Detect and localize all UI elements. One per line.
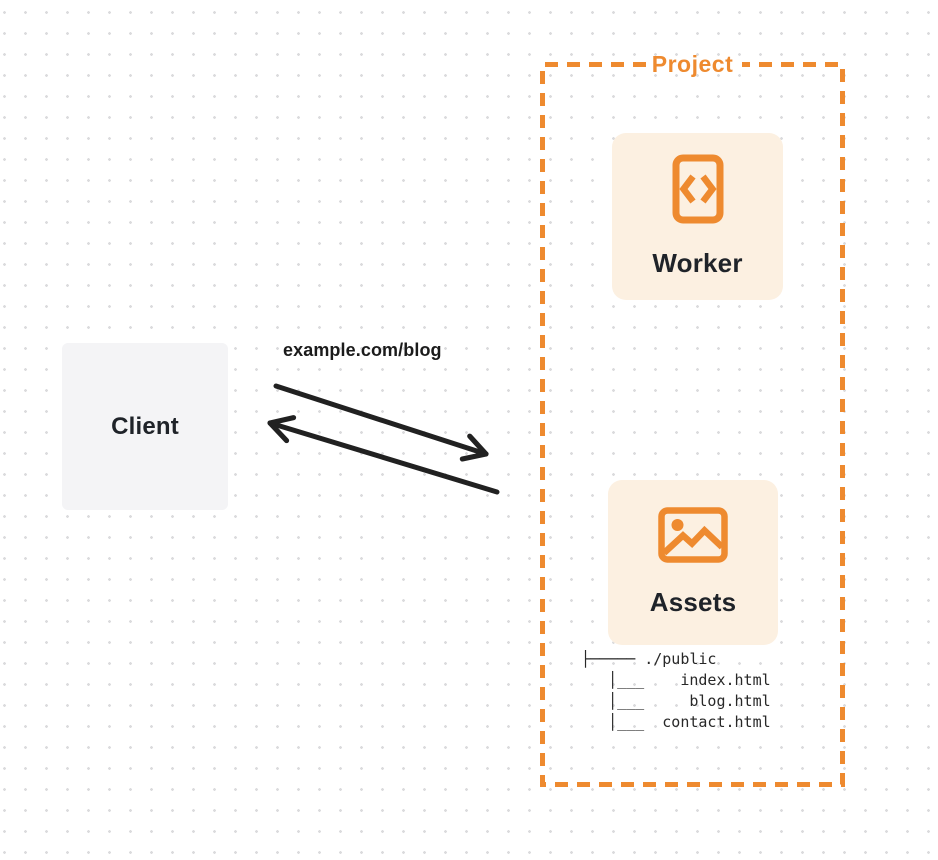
request-url-label: example.com/blog — [283, 340, 442, 360]
worker-node: Worker — [612, 133, 783, 300]
image-icon — [658, 507, 728, 563]
code-file-icon — [672, 154, 723, 224]
assets-file-tree: ├───── ./public │___ index.html │___ blo… — [581, 650, 771, 731]
worker-label: Worker — [652, 248, 743, 278]
request-arrow — [273, 383, 489, 462]
assets-label: Assets — [649, 587, 737, 617]
project-title: Project — [651, 51, 734, 77]
client-label: Client — [111, 412, 179, 440]
client-node: Client — [62, 343, 228, 510]
assets-node: Assets — [608, 480, 778, 645]
response-arrow — [267, 415, 500, 495]
